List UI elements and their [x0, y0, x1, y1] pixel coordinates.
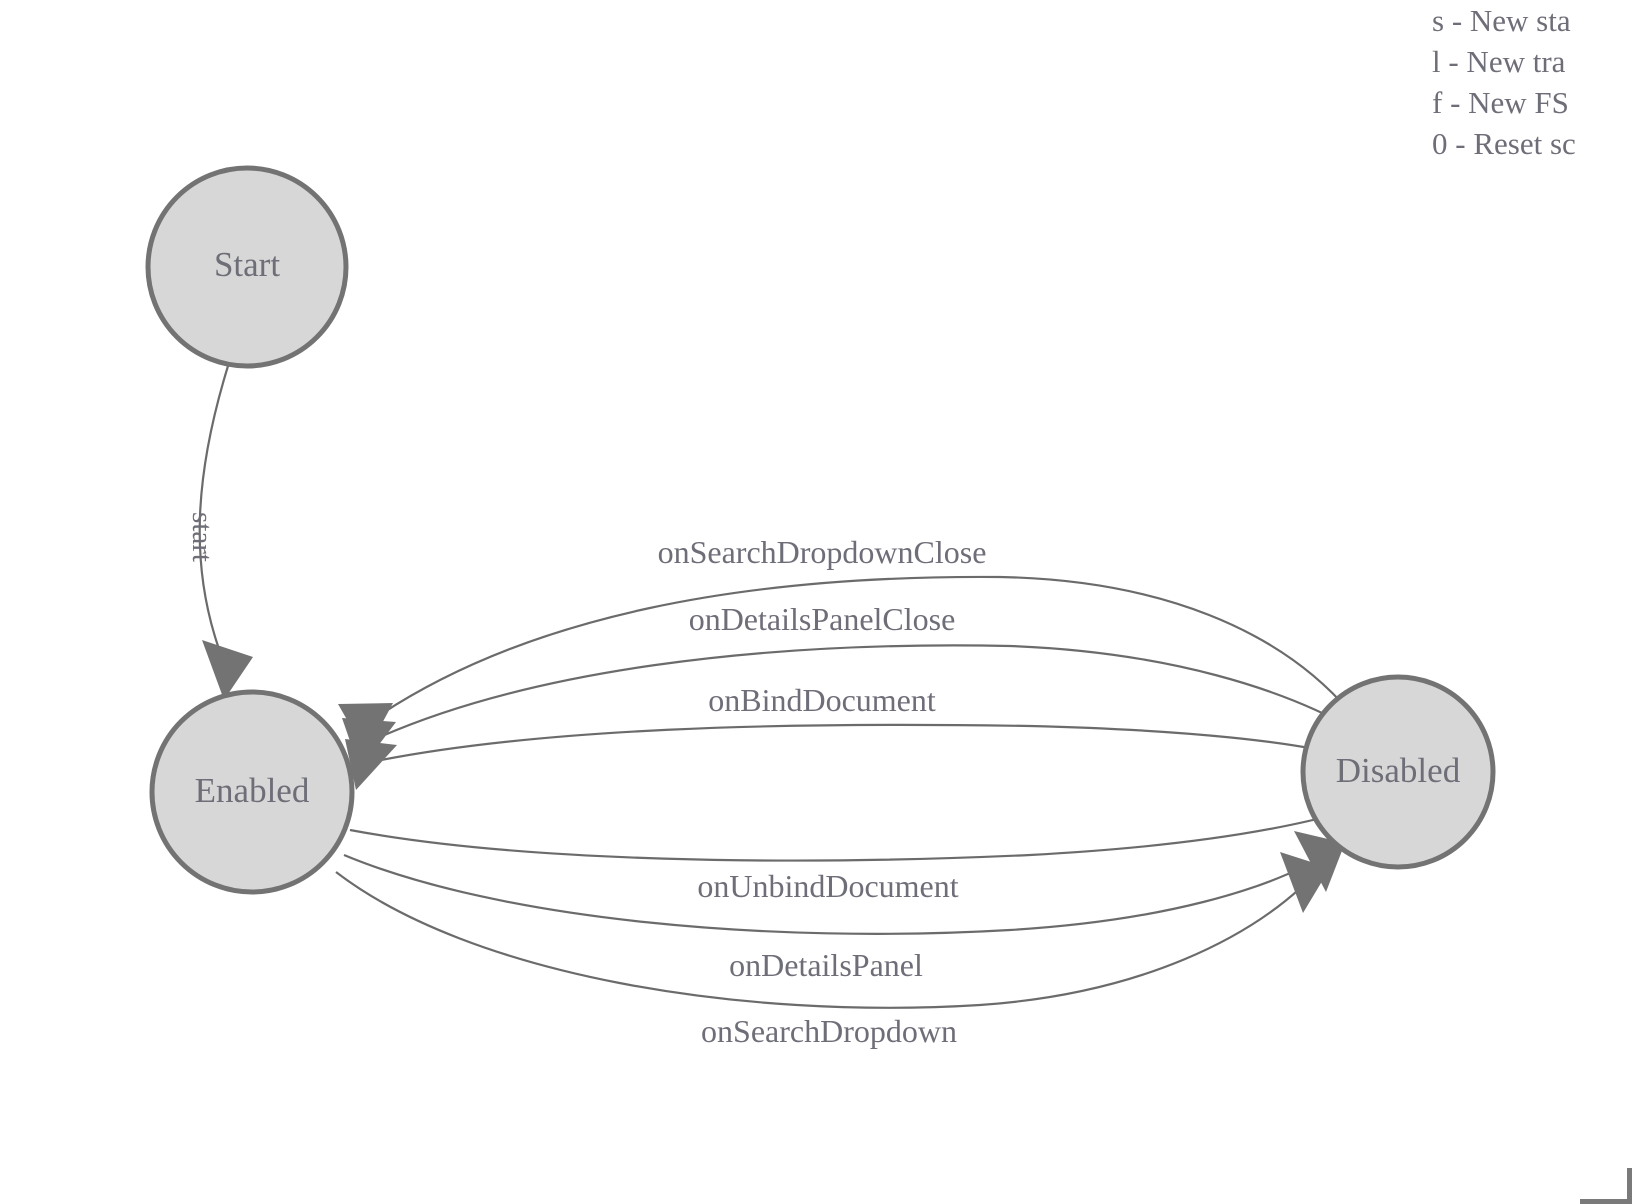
transition-label-onUnbindDocument: onUnbindDocument: [697, 868, 958, 904]
transition-label-onSearchDropdownClose: onSearchDropdownClose: [658, 534, 987, 570]
transition-start-path[interactable]: [198, 365, 230, 647]
arrowhead-start-to-enabled: [202, 640, 253, 700]
help-line-reset: 0 - Reset sc: [1432, 126, 1576, 161]
transition-onUnbindDocument-path[interactable]: [349, 810, 1345, 862]
transition-onDetailsPanel-path[interactable]: [343, 851, 1331, 935]
resize-handle-horizontal-bar: [1580, 1199, 1632, 1204]
help-line-new-transition: l - New tra: [1432, 44, 1566, 79]
resize-handle-vertical-bar: [1627, 1168, 1632, 1204]
help-line-new-state: s - New sta: [1432, 3, 1571, 38]
transition-label-onBindDocument: onBindDocument: [708, 682, 936, 718]
node-start[interactable]: Start: [145, 165, 349, 369]
node-start-label: Start: [214, 245, 280, 284]
arrowhead-onSearchDropdown: [1280, 852, 1330, 913]
transition-label-onSearchDropdown: onSearchDropdown: [701, 1013, 957, 1049]
transition-onSearchDropdown-path[interactable]: [335, 871, 1314, 1009]
help-line-new-fsm: f - New FS: [1432, 85, 1569, 120]
transition-onUnbindDocument[interactable]: [349, 796, 1357, 862]
node-disabled[interactable]: Disabled: [1300, 674, 1496, 870]
node-enabled-label: Enabled: [195, 771, 310, 810]
node-enabled-circle[interactable]: [149, 689, 355, 895]
node-disabled-circle[interactable]: [1300, 674, 1496, 870]
node-start-circle[interactable]: [145, 165, 349, 369]
keyboard-shortcuts-help: s - New sta l - New tra f - New FS 0 - R…: [1432, 0, 1632, 164]
transition-label-onDetailsPanelClose: onDetailsPanelClose: [689, 601, 956, 637]
transition-start[interactable]: [198, 365, 253, 700]
transition-label-start: start: [186, 512, 218, 562]
transition-onDetailsPanelClose-path[interactable]: [355, 644, 1356, 749]
transition-onBindDocument-path[interactable]: [356, 723, 1352, 767]
node-enabled[interactable]: Enabled: [149, 689, 355, 895]
resize-handle-icon[interactable]: [1580, 1168, 1632, 1204]
transition-onBindDocument[interactable]: [345, 723, 1352, 790]
arrowhead-onBindDocument: [345, 739, 397, 790]
arrowhead-onDetailsPanel: [1294, 831, 1345, 892]
transition-onSearchDropdown[interactable]: [335, 852, 1330, 1009]
node-disabled-label: Disabled: [1336, 751, 1461, 790]
transition-onSearchDropdownClose-path[interactable]: [353, 575, 1351, 734]
transition-onDetailsPanel[interactable]: [343, 831, 1345, 935]
transition-label-onDetailsPanel: onDetailsPanel: [729, 947, 923, 983]
